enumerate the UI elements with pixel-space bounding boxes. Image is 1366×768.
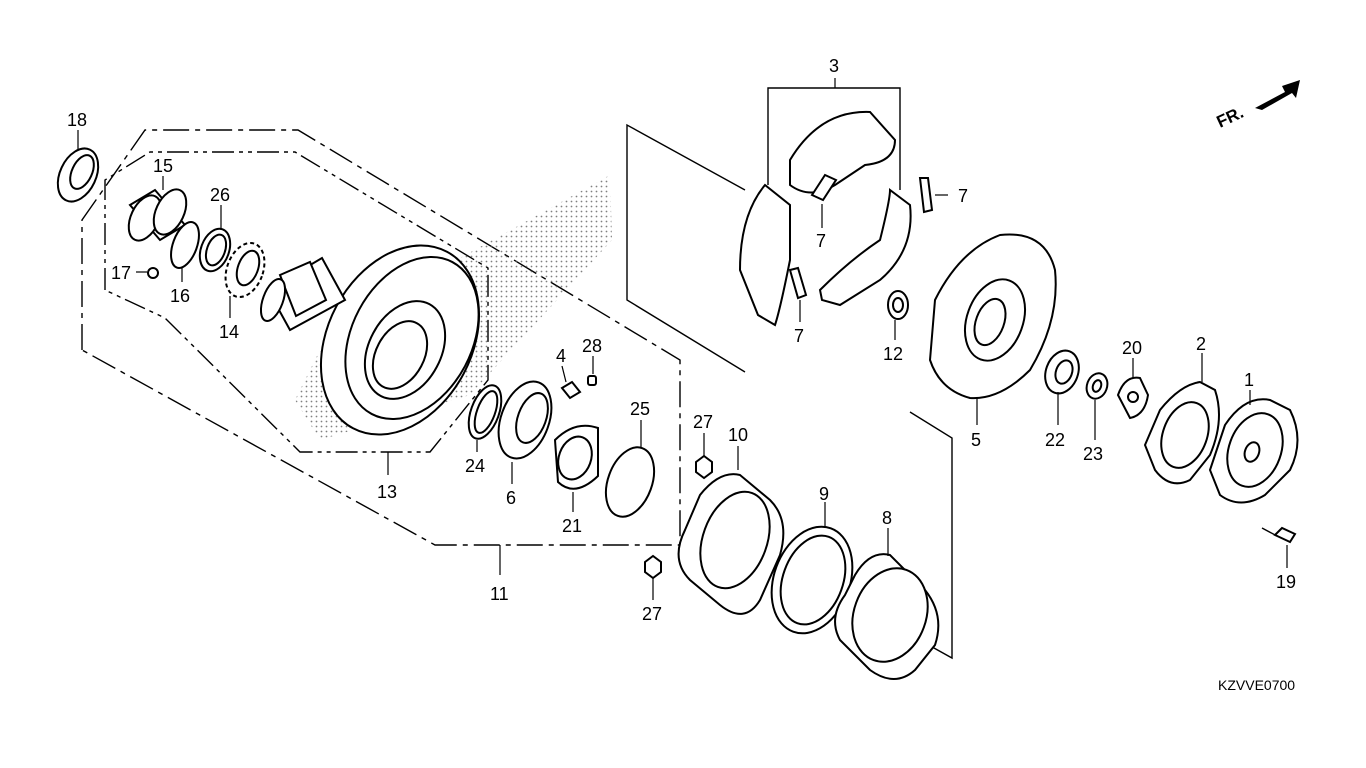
callout-2: 2 bbox=[1196, 334, 1206, 354]
callout-19: 19 bbox=[1276, 572, 1296, 592]
spring-7-a bbox=[810, 173, 838, 202]
callout-20: 20 bbox=[1122, 338, 1142, 358]
cover-1 bbox=[1208, 398, 1299, 504]
callout-9: 9 bbox=[819, 484, 829, 504]
callout-28: 28 bbox=[582, 336, 602, 356]
oil-seal-18 bbox=[56, 147, 100, 203]
front-arrow-icon bbox=[1255, 80, 1300, 110]
callout-15: 15 bbox=[153, 156, 173, 176]
callout-21: 21 bbox=[562, 516, 582, 536]
clutch-shoes-3 bbox=[738, 110, 912, 327]
o-ring-9 bbox=[770, 525, 854, 635]
washer-26 bbox=[198, 227, 232, 273]
plate-8 bbox=[834, 553, 940, 680]
group-outline-3 bbox=[767, 78, 901, 190]
callout-1: 1 bbox=[1244, 370, 1254, 390]
callout-17: 17 bbox=[111, 263, 131, 283]
collar-12 bbox=[887, 290, 909, 320]
retainer-22 bbox=[1044, 349, 1080, 395]
circlip-16 bbox=[170, 221, 200, 269]
spring-7-c bbox=[788, 266, 808, 300]
callout-22: 22 bbox=[1045, 430, 1065, 450]
callout-11: 11 bbox=[490, 584, 509, 604]
callout-labels: 1 2 3 4 5 6 7 7 7 8 9 10 11 12 13 14 15 … bbox=[67, 56, 1296, 624]
callout-7c: 7 bbox=[794, 326, 804, 346]
pin-28 bbox=[587, 375, 597, 386]
callout-14: 14 bbox=[219, 322, 239, 342]
callout-25: 25 bbox=[630, 399, 650, 419]
side-plate-21 bbox=[553, 424, 599, 490]
drive-plate-5 bbox=[928, 233, 1057, 400]
callout-23: 23 bbox=[1083, 444, 1103, 464]
callout-12: 12 bbox=[883, 344, 903, 364]
nut-27-lower bbox=[644, 554, 662, 580]
callout-13: 13 bbox=[377, 482, 397, 502]
callout-7a: 7 bbox=[816, 231, 826, 251]
callout-3: 3 bbox=[829, 56, 839, 76]
nut-27-upper bbox=[695, 454, 713, 480]
callout-27b: 27 bbox=[642, 604, 662, 624]
gear-14 bbox=[224, 241, 266, 299]
callout-16: 16 bbox=[170, 286, 190, 306]
callout-7b: 7 bbox=[958, 186, 968, 206]
washer-23 bbox=[1085, 372, 1109, 400]
front-direction-label: FR. bbox=[1214, 103, 1247, 132]
diagram-code: KZVVE0700 bbox=[1218, 677, 1295, 693]
ball-17 bbox=[147, 267, 159, 279]
one-way-clutch-6 bbox=[497, 380, 553, 460]
callout-6: 6 bbox=[506, 488, 516, 508]
callout-24: 24 bbox=[465, 456, 485, 476]
gasket-10 bbox=[677, 473, 785, 615]
lock-plate-20 bbox=[1116, 376, 1150, 420]
collar-15 bbox=[127, 188, 188, 242]
ring-24 bbox=[467, 384, 503, 440]
callout-18: 18 bbox=[67, 110, 87, 130]
callout-4: 4 bbox=[556, 346, 566, 366]
callout-27a: 27 bbox=[693, 412, 713, 432]
bolt-19 bbox=[1261, 526, 1297, 544]
callout-5: 5 bbox=[971, 430, 981, 450]
gasket-2 bbox=[1143, 380, 1220, 485]
callout-8: 8 bbox=[882, 508, 892, 528]
spring-7-b bbox=[918, 177, 934, 214]
callout-10: 10 bbox=[728, 425, 748, 445]
spring-4 bbox=[560, 380, 582, 400]
hub-assembly-13 bbox=[259, 175, 612, 440]
circlip-25 bbox=[604, 446, 656, 518]
callout-26: 26 bbox=[210, 185, 230, 205]
